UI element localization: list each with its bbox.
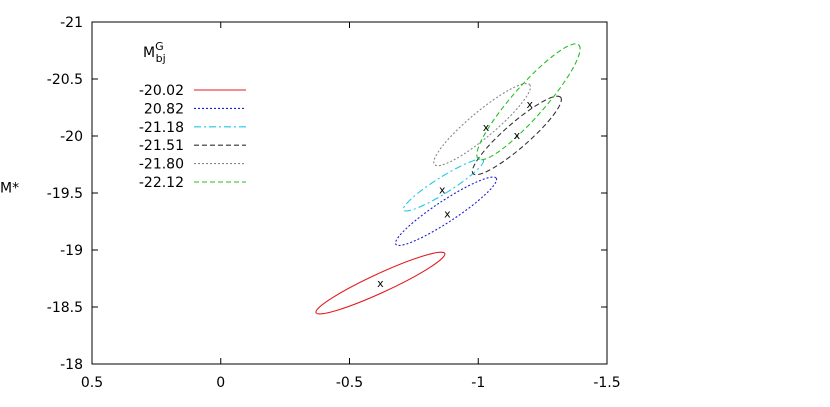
y-tick-label: -18.5 bbox=[47, 300, 83, 316]
y-axis-label: M* bbox=[0, 180, 19, 196]
ellipse-series bbox=[315, 43, 581, 315]
y-tick-label: -18 bbox=[60, 357, 83, 373]
x-tick-label: 0.5 bbox=[81, 375, 103, 391]
x-tick-label: -0.5 bbox=[336, 375, 363, 391]
center-marker: x bbox=[377, 277, 384, 290]
legend-label: -21.51 bbox=[139, 138, 184, 154]
center-marker: x bbox=[526, 98, 533, 111]
legend-label: 20.82 bbox=[144, 101, 184, 117]
legend-label: -21.18 bbox=[139, 120, 184, 136]
y-tick-label: -21 bbox=[60, 15, 83, 31]
x-tick-label: -1 bbox=[471, 375, 485, 391]
legend-label: -20.02 bbox=[139, 83, 184, 99]
y-tick-label: -20.5 bbox=[47, 72, 83, 88]
series-ellipse bbox=[433, 82, 532, 167]
axis-ticks: 0.5 0 -0.5 -1 -1.5 -21 -20.5 -20 -19.5 -19 -18.5 -1… bbox=[47, 15, 621, 391]
center-marker: x bbox=[444, 208, 451, 221]
x-tick-label: 0 bbox=[216, 375, 225, 391]
y-tick-label: -20 bbox=[60, 129, 83, 145]
x-tick-label: -1.5 bbox=[593, 375, 620, 391]
series-ellipse bbox=[394, 176, 498, 247]
legend-label: -21.80 bbox=[139, 157, 184, 173]
series-ellipse bbox=[315, 251, 446, 315]
series-ellipse bbox=[471, 95, 562, 176]
y-tick-label: -19.5 bbox=[47, 186, 83, 202]
legend-label: -22.12 bbox=[139, 175, 184, 191]
plot-frame bbox=[91, 21, 608, 365]
center-marker: x bbox=[514, 129, 521, 142]
y-tick-label: -19 bbox=[60, 243, 83, 259]
series-ellipse bbox=[476, 43, 581, 161]
center-marker: x bbox=[439, 184, 446, 197]
center-marker: x bbox=[483, 121, 490, 134]
